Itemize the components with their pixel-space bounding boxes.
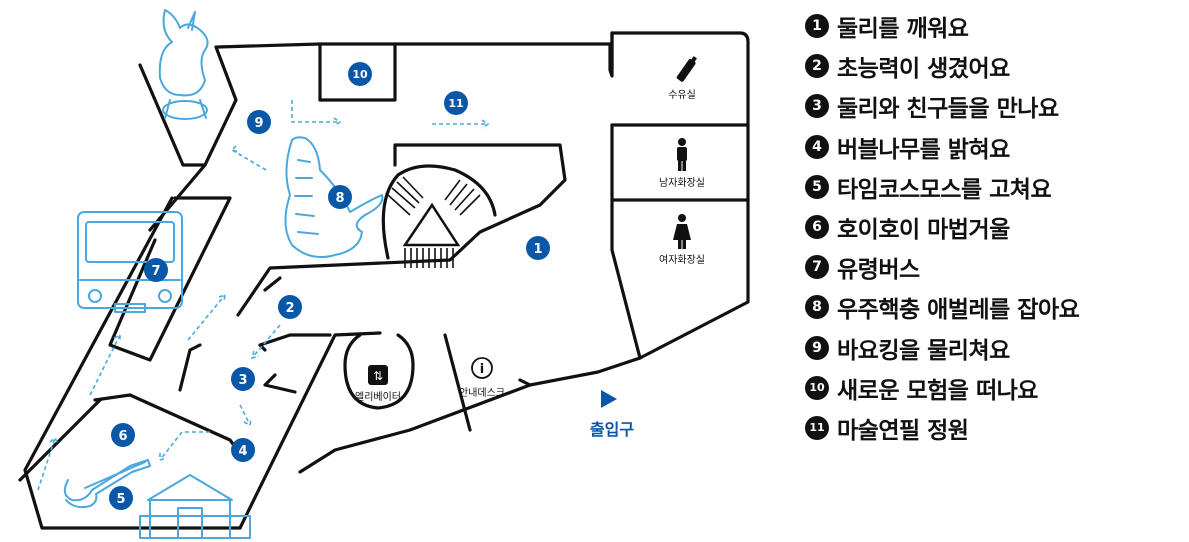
elevator: ⇅ 엘리베이터 [343, 333, 415, 410]
illustration-bus [77, 211, 183, 313]
nursing-room: 수유실 [668, 56, 697, 101]
info-desk-label: 안내데스크 [459, 387, 505, 399]
legend-item-5: 5 타임코스모스를 고쳐요 [805, 167, 1185, 207]
legend-item-1: 1 둘리를 깨워요 [805, 6, 1185, 46]
baby-bottle-icon [676, 56, 697, 82]
mens-restroom: 남자화장실 [659, 138, 705, 189]
svg-text:1: 1 [533, 242, 542, 257]
legend-label: 둘리를 깨워요 [837, 16, 969, 43]
legend-item-2: 2 초능력이 생겼어요 [805, 46, 1185, 86]
legend-label: 타임코스모스를 고쳐요 [837, 176, 1052, 203]
marker-10: 10 [348, 62, 372, 86]
marker-3: 3 [231, 367, 255, 391]
womens-restroom-label: 여자화장실 [659, 254, 705, 266]
svg-text:11: 11 [448, 97, 463, 110]
legend-label: 둘리와 친구들을 만나요 [837, 96, 1059, 123]
woman-icon [673, 214, 691, 249]
illustration-bayoking [158, 9, 209, 120]
markers: 1 2 3 4 5 6 7 8 9 10 11 [109, 62, 550, 510]
legend-number: 5 [805, 174, 829, 199]
legend-label: 호이호이 마법거울 [837, 217, 1010, 244]
marker-2: 2 [278, 295, 302, 319]
legend-item-11: 11 마술연필 정원 [805, 408, 1185, 448]
legend-number: 8 [805, 295, 829, 320]
staircase [381, 164, 497, 268]
entrance: 출입구 [590, 390, 634, 439]
walls [18, 31, 750, 530]
legend-number: 2 [805, 54, 829, 79]
marker-11: 11 [444, 91, 468, 115]
legend-number: 4 [805, 134, 829, 159]
illustration-building [139, 474, 251, 539]
legend-number: 3 [805, 94, 829, 119]
legend-item-6: 6 호이호이 마법거울 [805, 207, 1185, 247]
elevator-label: 엘리베이터 [355, 390, 401, 403]
marker-9: 9 [247, 110, 271, 134]
mens-restroom-label: 남자화장실 [659, 177, 705, 189]
legend-label: 바요킹을 물리쳐요 [837, 337, 1010, 364]
legend-label: 버블나무를 밝혀요 [837, 136, 1010, 163]
legend-number: 7 [805, 255, 829, 280]
marker-8: 8 [328, 185, 352, 209]
info-desk: i 안내데스크 [459, 357, 505, 399]
svg-text:3: 3 [238, 373, 247, 388]
legend-item-3: 3 둘리와 친구들을 만나요 [805, 86, 1185, 126]
legend-number: 1 [805, 14, 829, 39]
legend-item-10: 10 새로운 모험을 떠나요 [805, 368, 1185, 408]
svg-text:2: 2 [285, 301, 294, 316]
legend-label: 우주핵충 애벌레를 잡아요 [837, 297, 1080, 324]
nursing-room-label: 수유실 [668, 89, 696, 101]
marker-7: 7 [144, 258, 168, 282]
entrance-label: 출입구 [590, 420, 634, 439]
man-icon [677, 138, 687, 171]
marker-6: 6 [111, 423, 135, 447]
legend: 1 둘리를 깨워요 2 초능력이 생겼어요 3 둘리와 친구들을 만나요 4 버블나무를… [805, 6, 1185, 448]
floor-map: ⇅ 엘리베이터 i 안내데스크 출입구 수유실 남자화장실 여자화장 [18, 9, 750, 539]
legend-item-7: 7 유령버스 [805, 247, 1185, 287]
entrance-arrow-icon [601, 390, 617, 408]
legend-item-4: 4 버블나무를 밝혀요 [805, 127, 1185, 167]
legend-number: 9 [805, 335, 829, 360]
svg-text:10: 10 [352, 68, 368, 81]
legend-label: 초능력이 생겼어요 [837, 56, 1010, 83]
legend-number: 6 [805, 215, 829, 240]
legend-item-8: 8 우주핵충 애벌레를 잡아요 [805, 287, 1185, 327]
illustration-larva [284, 136, 384, 258]
svg-text:9: 9 [254, 116, 263, 131]
legend-number: 11 [805, 415, 829, 440]
legend-label: 마술연필 정원 [837, 417, 969, 444]
svg-text:7: 7 [151, 264, 160, 279]
marker-1: 1 [526, 236, 550, 260]
elevator-icon: ⇅ [373, 369, 383, 383]
legend-label: 유령버스 [837, 257, 920, 284]
legend-item-9: 9 바요킹을 물리쳐요 [805, 328, 1185, 368]
svg-text:8: 8 [335, 191, 344, 206]
svg-text:5: 5 [116, 492, 125, 507]
legend-label: 새로운 모험을 떠나요 [837, 377, 1038, 404]
guidance-arrows [37, 100, 490, 491]
info-icon: i [480, 362, 484, 377]
legend-number: 10 [805, 375, 829, 400]
marker-4: 4 [231, 438, 255, 462]
marker-5: 5 [109, 486, 133, 510]
svg-text:4: 4 [238, 444, 247, 459]
womens-restroom: 여자화장실 [659, 214, 705, 266]
svg-text:6: 6 [118, 429, 127, 444]
illustration-violin [63, 459, 151, 509]
